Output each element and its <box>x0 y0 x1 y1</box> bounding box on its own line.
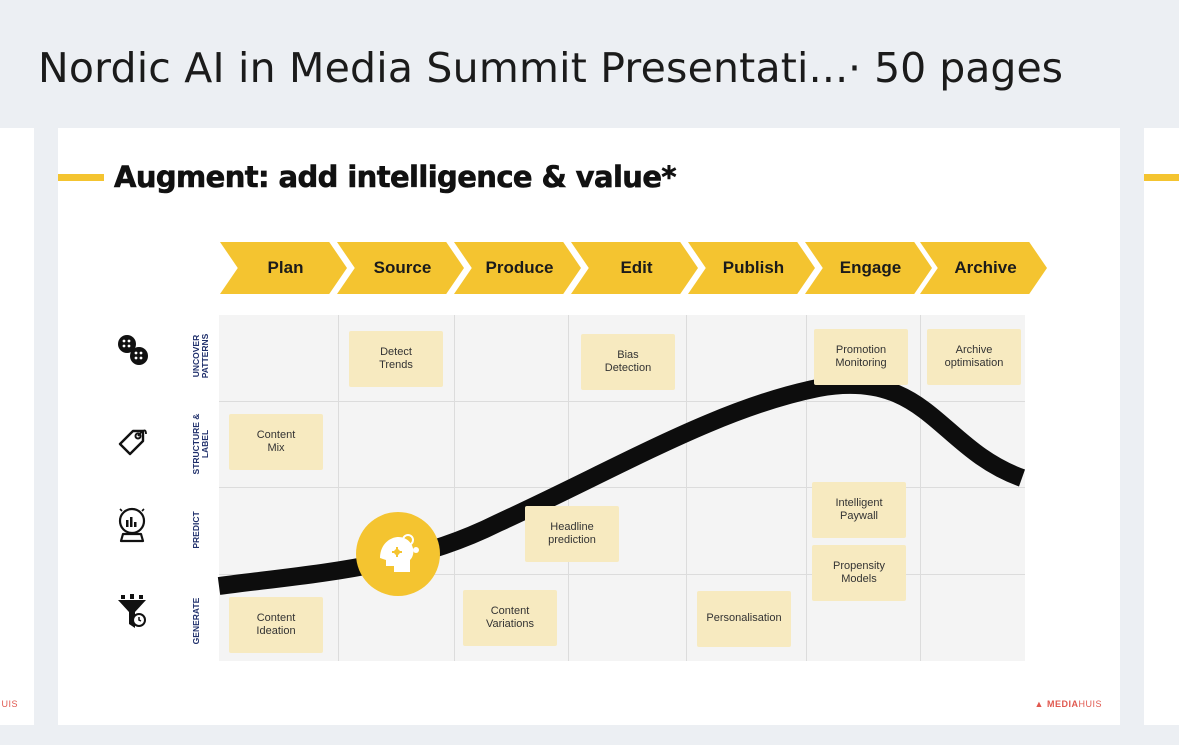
grid-divider <box>338 315 339 661</box>
mediahuis-logo: ▲ MEDIAHUIS <box>1035 699 1102 709</box>
brand-mark-icon: ▲ <box>1034 699 1044 709</box>
grid-divider <box>806 315 807 661</box>
previous-slide-footer: UIS <box>1 699 18 709</box>
brand-name-bold: MEDIA <box>1046 699 1079 709</box>
stage-produce: Produce <box>454 242 581 294</box>
grid-divider <box>454 315 455 661</box>
tag-icon <box>116 422 148 458</box>
viewer-header: Nordic AI in Media Summit Presentati... … <box>0 0 1179 128</box>
uncover-patterns-icon <box>116 332 148 368</box>
document-title[interactable]: Nordic AI in Media Summit Presentati... <box>38 44 849 92</box>
card-propensity-models: Propensity Models <box>812 545 906 601</box>
stage-edit: Edit <box>571 242 698 294</box>
stage-engage: Engage <box>805 242 932 294</box>
page-count: · 50 pages <box>848 44 1064 92</box>
stage-plan: Plan <box>220 242 347 294</box>
generate-funnel-icon <box>116 594 148 630</box>
brand-name-light: HUIS <box>1078 699 1102 709</box>
card-content-mix: Content Mix <box>229 414 323 470</box>
card-promotion-monitoring: Promotion Monitoring <box>814 329 908 385</box>
card-archive-optimisation: Archive optimisation <box>927 329 1021 385</box>
stage-archive: Archive <box>920 242 1047 294</box>
card-detect-trends: Detect Trends <box>349 331 443 387</box>
ai-head-icon <box>380 534 419 572</box>
grid-divider <box>686 315 687 661</box>
grid-divider <box>219 401 1025 402</box>
grid-divider <box>219 487 1025 488</box>
grid-divider <box>920 315 921 661</box>
stage-publish: Publish <box>688 242 815 294</box>
grid-divider <box>219 574 1025 575</box>
previous-slide-thumbnail[interactable]: UIS <box>0 128 34 725</box>
title-accent-bar <box>58 174 104 181</box>
stage-source: Source <box>337 242 464 294</box>
card-bias-detection: Bias Detection <box>581 334 675 390</box>
slide-title: Augment: add intelligence & value* <box>114 160 677 195</box>
next-slide-accent-bar <box>1144 174 1179 181</box>
crystal-ball-icon <box>116 506 148 543</box>
card-content-ideation: Content Ideation <box>229 597 323 653</box>
card-personalisation: Personalisation <box>697 591 791 647</box>
ai-head-badge <box>356 512 440 596</box>
card-content-variations: Content Variations <box>463 590 557 646</box>
card-intelligent-paywall: Intelligent Paywall <box>812 482 906 538</box>
adoption-curve <box>217 375 1026 595</box>
current-slide[interactable]: Augment: add intelligence & value* Plan … <box>58 128 1120 725</box>
card-headline-prediction: Headline prediction <box>525 506 619 562</box>
next-slide-thumbnail[interactable] <box>1144 128 1179 725</box>
